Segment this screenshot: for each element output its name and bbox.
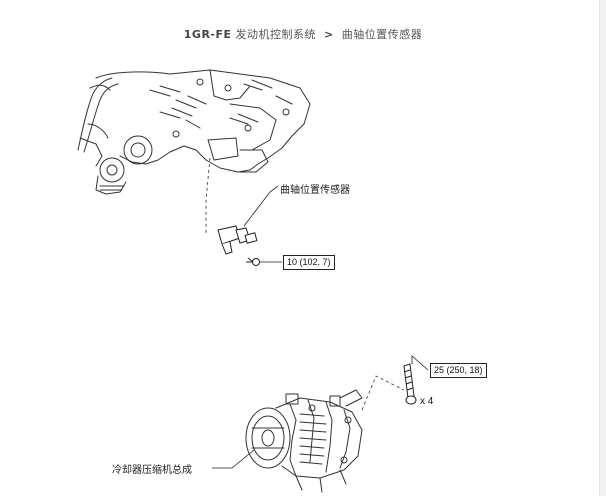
breadcrumb-separator: > xyxy=(324,28,334,41)
breadcrumb-page: 曲轴位置传感器 xyxy=(341,28,423,41)
scrollbar-track[interactable] xyxy=(599,0,606,496)
sensor-label: 曲轴位置传感器 xyxy=(280,185,350,196)
crankshaft-sensor-part xyxy=(217,225,258,255)
compressor-label: 冷却器压缩机总成 xyxy=(112,465,192,476)
bolt-quantity: x 4 xyxy=(420,396,434,407)
breadcrumb: 1GR-FE 发动机控制系统 > 曲轴位置传感器 xyxy=(0,26,606,42)
compressor-bolt xyxy=(403,363,417,405)
compressor-torque-box: 25 (250, 18) xyxy=(430,363,487,378)
breadcrumb-model: 1GR-FE xyxy=(183,28,232,41)
compressor-illustration xyxy=(245,389,363,493)
breadcrumb-section[interactable]: 发动机控制系统 xyxy=(235,28,317,41)
sensor-torque-box: 10 (102, 7) xyxy=(283,255,335,270)
